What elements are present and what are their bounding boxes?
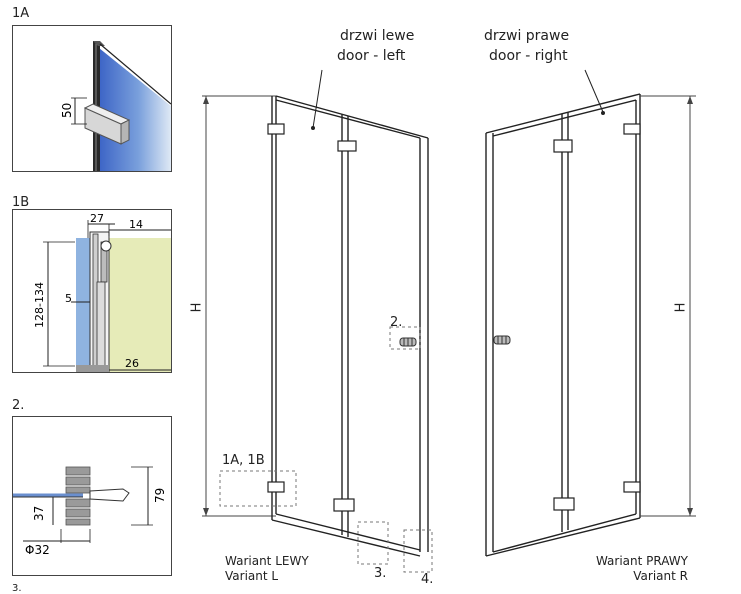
detail-1b-drawing: 27 14 128-134 5 26: [33, 212, 171, 372]
dim-128-134: 128-134: [33, 282, 46, 328]
right-title-pointer: [584, 69, 604, 113]
detail-2-label: 2.: [12, 398, 25, 413]
left-height-label: H: [189, 302, 205, 313]
right-hinge-bottom: [623, 481, 641, 493]
dim-phi32: Φ32: [25, 543, 50, 557]
right-knob: [493, 335, 511, 345]
detail-box-1a1b: [219, 470, 297, 507]
variant-right-pl: Wariant PRAWY: [595, 554, 688, 568]
right-hinge-mid-bottom: [553, 497, 575, 511]
detail-1b-panel: 27 14 128-134 5 26: [12, 209, 172, 373]
right-height-label: H: [673, 302, 689, 313]
dim-27: 27: [90, 212, 104, 225]
detail-ref-3: 3.: [374, 566, 387, 581]
left-door-title-en: door - left: [337, 48, 406, 64]
dim-50: 50: [60, 103, 74, 118]
detail-1a-label: 1A: [12, 6, 30, 21]
variant-right-en: Variant R: [633, 569, 688, 583]
detail-1b-label: 1B: [12, 195, 30, 210]
detail-ref-2: 2.: [390, 315, 403, 330]
dim-37: 37: [32, 506, 46, 521]
right-door: [485, 93, 641, 557]
left-title-pointer: [312, 69, 323, 129]
right-door-title-pl: drzwi prawe: [484, 28, 570, 44]
variant-left-pl: Wariant LEWY: [225, 554, 309, 568]
detail-ref-4: 4.: [421, 572, 434, 587]
detail-2-panel: 79 37 Φ32: [12, 416, 172, 576]
detail-2-drawing: 79 37 Φ32: [13, 466, 167, 557]
left-door-title-pl: drzwi lewe: [340, 28, 415, 44]
dim-5: 5: [65, 292, 72, 305]
left-height-dimension: [202, 95, 276, 517]
detail-1a-drawing: 50: [60, 41, 171, 171]
detail-3-label-cut: 3.: [12, 583, 22, 594]
left-hinge-mid-bottom: [333, 498, 355, 512]
detail-ref-1a1b: 1A, 1B: [222, 453, 265, 468]
dim-14: 14: [129, 218, 143, 231]
right-door-title-en: door - right: [489, 48, 568, 64]
left-door: [271, 95, 429, 557]
dim-79: 79: [153, 488, 167, 503]
variant-left-en: Variant L: [225, 569, 279, 583]
left-hinge-mid-top: [337, 140, 357, 152]
detail-box-3: [357, 521, 389, 565]
left-hinge-top: [267, 123, 285, 135]
detail-box-2: [389, 326, 421, 350]
dim-26: 26: [125, 357, 139, 370]
detail-1a-panel: 50: [12, 25, 172, 172]
left-knob: [399, 337, 417, 347]
right-hinge-mid-top: [553, 139, 573, 153]
detail-box-4: [403, 529, 433, 573]
left-hinge-bottom: [267, 481, 285, 493]
right-hinge-top: [623, 123, 641, 135]
right-height-dimension: [640, 95, 696, 517]
